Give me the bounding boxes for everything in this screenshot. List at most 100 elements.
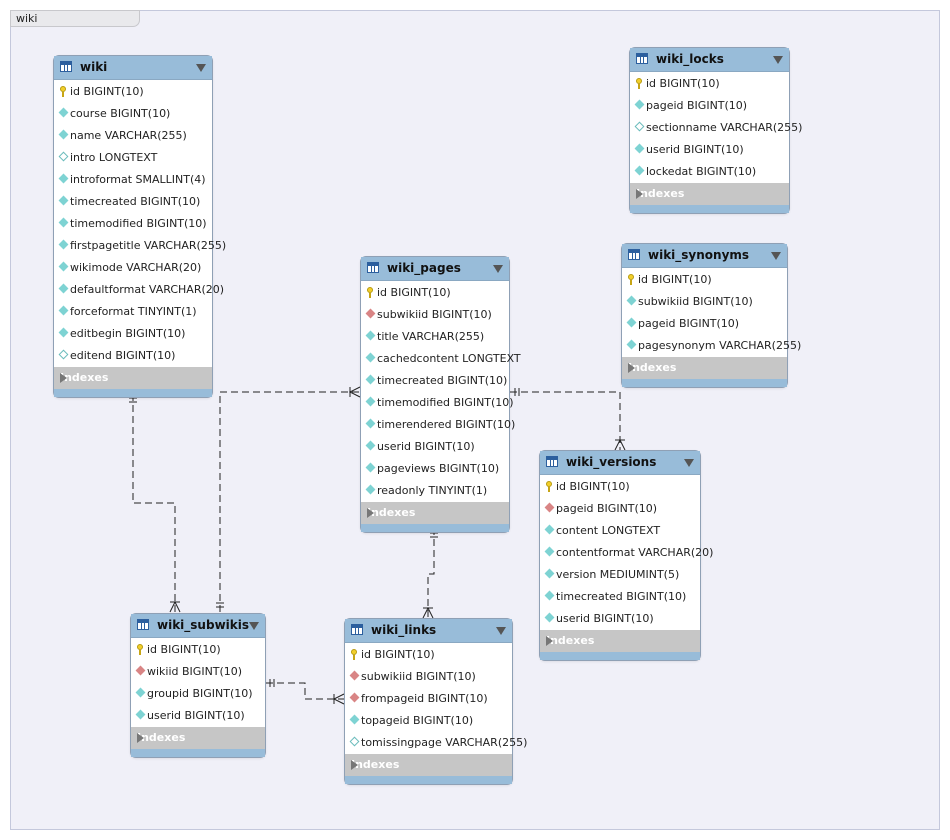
column-label: cachedcontent LONGTEXT	[377, 352, 521, 365]
column-label: pageviews BIGINT(10)	[377, 462, 500, 475]
column-row[interactable]: pageviews BIGINT(10)	[361, 458, 509, 480]
table-header[interactable]: wiki_locks	[630, 48, 789, 72]
column-row[interactable]: wikiid BIGINT(10)	[131, 661, 265, 683]
expand-arrow-icon[interactable]	[351, 760, 358, 770]
indexes-section[interactable]: Indexes	[54, 367, 212, 389]
column-row[interactable]: content LONGTEXT	[540, 520, 700, 542]
column-row[interactable]: pageid BIGINT(10)	[622, 313, 787, 335]
expand-arrow-icon[interactable]	[636, 189, 643, 199]
collapse-triangle-icon[interactable]	[773, 56, 783, 64]
indexes-section[interactable]: Indexes	[131, 727, 265, 749]
column-list: id BIGINT(10)pageid BIGINT(10)sectionnam…	[630, 72, 802, 183]
collapse-triangle-icon[interactable]	[196, 64, 206, 72]
collapse-triangle-icon[interactable]	[249, 622, 259, 630]
not-null-column-icon	[365, 418, 376, 429]
expand-arrow-icon[interactable]	[628, 363, 635, 373]
column-row[interactable]: defaultformat VARCHAR(20)	[54, 279, 224, 301]
table-header[interactable]: wiki	[54, 56, 212, 80]
not-null-column-icon	[365, 484, 376, 495]
column-label: userid BIGINT(10)	[556, 612, 654, 625]
column-row[interactable]: intro LONGTEXT	[54, 147, 212, 169]
table-header[interactable]: wiki_synonyms	[622, 244, 787, 268]
column-label: id BIGINT(10)	[638, 273, 712, 286]
collapse-triangle-icon[interactable]	[684, 459, 694, 467]
foreign-key-icon	[135, 665, 146, 676]
column-row[interactable]: course BIGINT(10)	[54, 103, 212, 125]
indexes-section[interactable]: Indexes	[540, 630, 700, 652]
indexes-section[interactable]: Indexes	[622, 357, 787, 379]
one-mark-pages-right	[514, 388, 520, 396]
column-row[interactable]: id BIGINT(10)	[622, 269, 787, 291]
column-row[interactable]: tomissingpage VARCHAR(255)	[345, 732, 527, 754]
column-row[interactable]: editbegin BIGINT(10)	[54, 323, 212, 345]
column-row[interactable]: contentformat VARCHAR(20)	[540, 542, 713, 564]
not-null-column-icon	[349, 714, 360, 725]
table-header[interactable]: wiki_subwikis	[131, 614, 265, 638]
column-row[interactable]: title VARCHAR(255)	[361, 326, 509, 348]
column-row[interactable]: subwikiid BIGINT(10)	[361, 304, 509, 326]
column-row[interactable]: sectionname VARCHAR(255)	[630, 117, 802, 139]
column-row[interactable]: frompageid BIGINT(10)	[345, 688, 512, 710]
column-row[interactable]: topageid BIGINT(10)	[345, 710, 512, 732]
diagram-tab[interactable]: wiki	[10, 10, 140, 27]
column-row[interactable]: id BIGINT(10)	[131, 639, 265, 661]
column-label: intro LONGTEXT	[70, 151, 158, 164]
column-row[interactable]: wikimode VARCHAR(20)	[54, 257, 212, 279]
column-row[interactable]: timemodified BIGINT(10)	[361, 392, 514, 414]
column-row[interactable]: subwikiid BIGINT(10)	[345, 666, 512, 688]
column-row[interactable]: subwikiid BIGINT(10)	[622, 291, 787, 313]
column-row[interactable]: userid BIGINT(10)	[131, 705, 265, 727]
column-row[interactable]: cachedcontent LONGTEXT	[361, 348, 521, 370]
expand-arrow-icon[interactable]	[546, 636, 553, 646]
column-row[interactable]: timemodified BIGINT(10)	[54, 213, 212, 235]
column-row[interactable]: timecreated BIGINT(10)	[54, 191, 212, 213]
indexes-label: Indexes	[60, 371, 109, 384]
indexes-section[interactable]: Indexes	[630, 183, 789, 205]
indexes-section[interactable]: Indexes	[345, 754, 512, 776]
column-row[interactable]: id BIGINT(10)	[630, 73, 789, 95]
column-row[interactable]: introformat SMALLINT(4)	[54, 169, 212, 191]
column-label: groupid BIGINT(10)	[147, 687, 253, 700]
column-row[interactable]: id BIGINT(10)	[540, 476, 700, 498]
column-row[interactable]: name VARCHAR(255)	[54, 125, 212, 147]
column-row[interactable]: userid BIGINT(10)	[630, 139, 789, 161]
column-row[interactable]: timecreated BIGINT(10)	[361, 370, 509, 392]
expand-arrow-icon[interactable]	[367, 508, 374, 518]
expand-arrow-icon[interactable]	[60, 373, 67, 383]
not-null-column-icon	[135, 709, 146, 720]
column-row[interactable]: editend BIGINT(10)	[54, 345, 212, 367]
column-row[interactable]: id BIGINT(10)	[345, 644, 512, 666]
column-row[interactable]: userid BIGINT(10)	[540, 608, 700, 630]
column-row[interactable]: groupid BIGINT(10)	[131, 683, 265, 705]
column-row[interactable]: userid BIGINT(10)	[361, 436, 509, 458]
column-row[interactable]: readonly TINYINT(1)	[361, 480, 509, 502]
column-row[interactable]: forceformat TINYINT(1)	[54, 301, 212, 323]
column-row[interactable]: timecreated BIGINT(10)	[540, 586, 700, 608]
column-row[interactable]: firstpagetitle VARCHAR(255)	[54, 235, 226, 257]
column-row[interactable]: pagesynonym VARCHAR(255)	[622, 335, 801, 357]
column-row[interactable]: pageid BIGINT(10)	[540, 498, 700, 520]
not-null-column-icon	[634, 99, 645, 110]
table-header[interactable]: wiki_versions	[540, 451, 700, 475]
column-row[interactable]: timerendered BIGINT(10)	[361, 414, 515, 436]
column-row[interactable]: version MEDIUMINT(5)	[540, 564, 700, 586]
expand-arrow-icon[interactable]	[137, 733, 144, 743]
not-null-column-icon	[58, 283, 69, 294]
table-header[interactable]: wiki_pages	[361, 257, 509, 281]
column-row[interactable]: id BIGINT(10)	[361, 282, 509, 304]
column-row[interactable]: lockedat BIGINT(10)	[630, 161, 789, 183]
table-header[interactable]: wiki_links	[345, 619, 512, 643]
column-row[interactable]: pageid BIGINT(10)	[630, 95, 789, 117]
collapse-triangle-icon[interactable]	[496, 627, 506, 635]
indexes-section[interactable]: Indexes	[361, 502, 509, 524]
collapse-triangle-icon[interactable]	[493, 265, 503, 273]
column-row[interactable]: id BIGINT(10)	[54, 81, 212, 103]
collapse-triangle-icon[interactable]	[771, 252, 781, 260]
